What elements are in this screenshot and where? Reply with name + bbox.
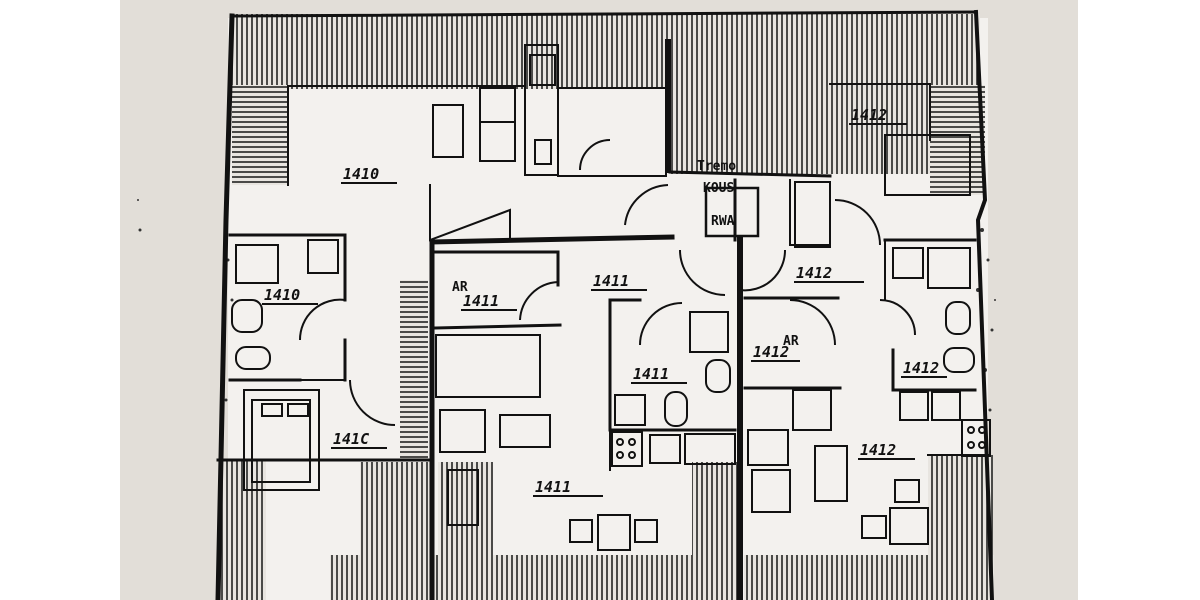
tremo-label: Tremo: [697, 159, 736, 174]
rwa-label: RWA: [711, 214, 735, 229]
fixtures: [231, 44, 991, 551]
ar-mark: AR: [783, 334, 799, 349]
room-label-1412: 1412: [851, 106, 887, 124]
room-label-141c: 141C: [333, 430, 369, 448]
room-label-1412: 1412: [860, 441, 896, 459]
walls: [215, 9, 995, 600]
room-label-1412: 1412: [903, 359, 939, 377]
room-label-1410: 1410: [264, 286, 300, 304]
room-label-1412: 1412: [753, 343, 789, 361]
room-labels: 1410 1410 141C 1411 1411 1411 1411 1412 …: [262, 106, 947, 497]
room-label-1410: 1410: [343, 165, 379, 183]
kous-label: KOUS: [703, 181, 734, 196]
room-label-1411: 1411: [593, 272, 629, 290]
hatched-areas: [218, 14, 994, 600]
room-label-1412: 1412: [796, 264, 832, 282]
room-label-1411: 1411: [463, 292, 499, 310]
door-swings: [298, 139, 916, 426]
room-label-1411: 1411: [535, 478, 571, 496]
room-label-1411: 1411: [633, 365, 669, 383]
ar-mark: AR: [452, 280, 468, 295]
